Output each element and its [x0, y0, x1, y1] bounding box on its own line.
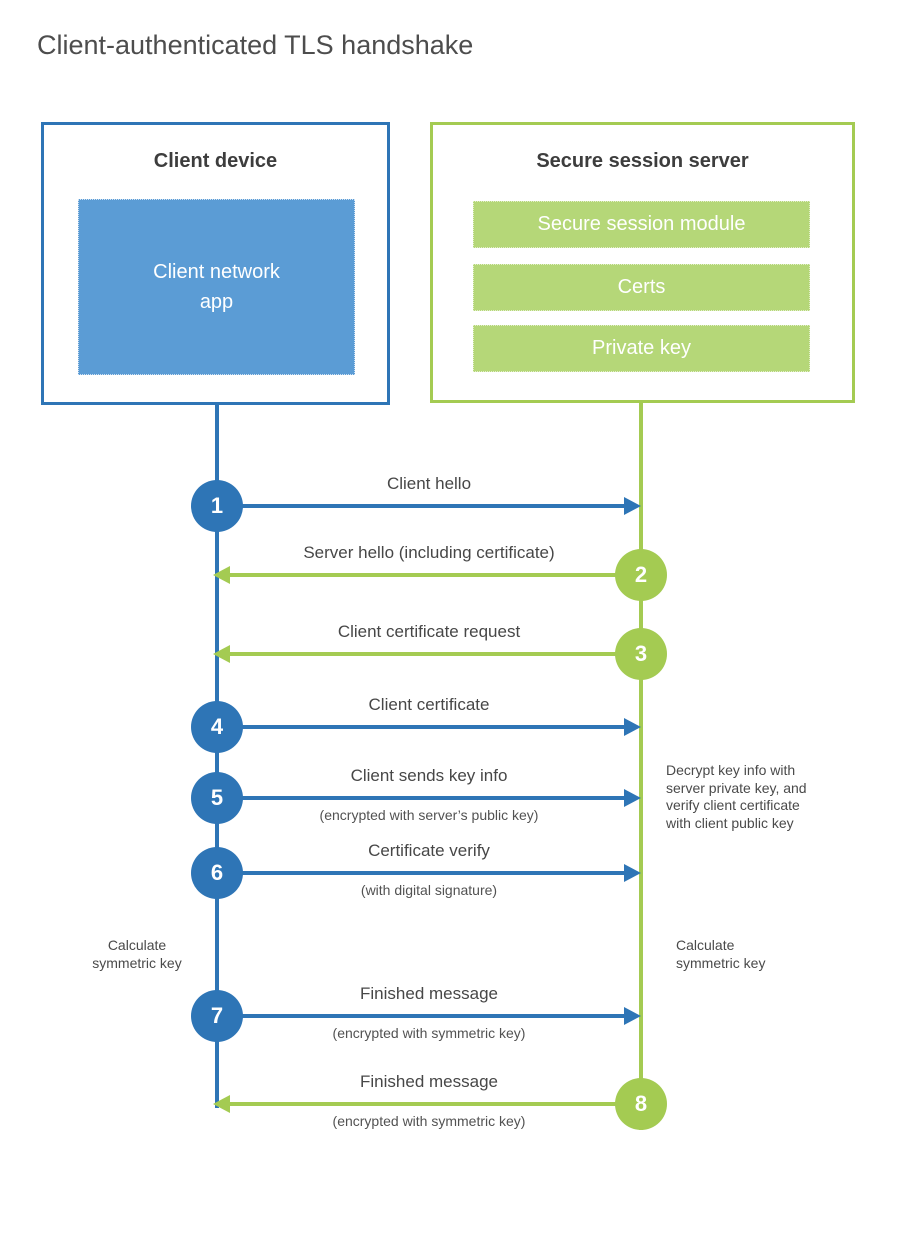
server-module-label: Certs	[617, 276, 666, 298]
step-circle-4: 4	[191, 701, 243, 753]
message-arrow-4	[217, 725, 627, 729]
message-arrow-7	[217, 1014, 627, 1018]
message-label-1: Client hello	[386, 474, 472, 493]
arrowhead-5	[624, 789, 641, 807]
server-module-certs: Certs	[473, 264, 810, 311]
message-sublabel-6: (with digital signature)	[360, 882, 498, 898]
message-label-2: Server hello (including certificate)	[303, 543, 555, 562]
step-circle-6: 6	[191, 847, 243, 899]
client-device-title: Client device	[153, 150, 278, 172]
message-arrow-2	[229, 573, 641, 577]
secure-session-server-box: Secure session server Secure session mod…	[430, 122, 855, 403]
step-circle-7: 7	[191, 990, 243, 1042]
calculate-symmetric-key-note-client: Calculate symmetric key	[92, 937, 182, 971]
step-circle-3: 3	[615, 628, 667, 680]
decrypt-key-info-note: Decrypt key info with server private key…	[666, 762, 807, 831]
arrowhead-8	[213, 1095, 230, 1113]
client-device-box: Client device Client network app	[41, 122, 390, 405]
arrowhead-2	[213, 566, 230, 584]
diagram-title: Client-authenticated TLS handshake	[37, 30, 474, 60]
message-arrow-3	[229, 652, 641, 656]
step-circle-5: 5	[191, 772, 243, 824]
server-module-label: Private key	[592, 337, 691, 359]
step-circle-8: 8	[615, 1078, 667, 1130]
server-module-secure-session-module: Secure session module	[473, 201, 810, 248]
calculate-symmetric-key-note-server: Calculate symmetric key	[676, 937, 766, 971]
message-label-5: Client sends key info	[350, 766, 508, 785]
secure-session-server-title: Secure session server	[536, 150, 749, 172]
message-arrow-8	[229, 1102, 641, 1106]
message-label-3: Client certificate request	[337, 622, 521, 641]
message-label-7: Finished message	[360, 984, 498, 1003]
arrowhead-1	[624, 497, 641, 515]
message-sublabel-5: (encrypted with server’s public key)	[319, 807, 539, 823]
message-sublabel-8: (encrypted with symmetric key)	[332, 1113, 526, 1129]
client-network-app-box: Client network app	[78, 199, 355, 375]
server-module-label: Secure session module	[537, 213, 746, 235]
server-lifeline	[639, 403, 643, 1130]
message-sublabel-7: (encrypted with symmetric key)	[332, 1025, 526, 1041]
message-label-4: Client certificate	[368, 695, 490, 714]
step-circle-2: 2	[615, 549, 667, 601]
message-arrow-1	[217, 504, 627, 508]
arrowhead-4	[624, 718, 641, 736]
client-network-app-label: Client network app	[153, 261, 280, 313]
arrowhead-6	[624, 864, 641, 882]
message-label-6: Certificate verify	[368, 841, 490, 860]
message-label-8: Finished message	[360, 1072, 498, 1091]
step-circle-1: 1	[191, 480, 243, 532]
client-lifeline	[215, 405, 219, 1108]
arrowhead-7	[624, 1007, 641, 1025]
message-arrow-5	[217, 796, 627, 800]
message-arrow-6	[217, 871, 627, 875]
arrowhead-3	[213, 645, 230, 663]
server-module-private-key: Private key	[473, 325, 810, 372]
